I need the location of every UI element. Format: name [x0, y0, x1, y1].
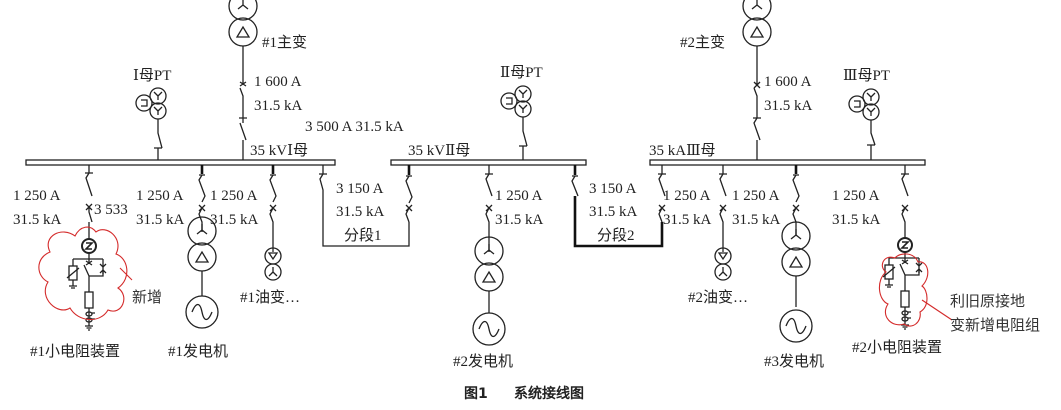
bus-rating-label: 3 500 A 31.5 kA — [305, 119, 404, 135]
section-2-rating-ka: 31.5 kA — [589, 204, 638, 220]
main-transformer-1-label: #1主变 — [262, 34, 307, 51]
oil-transformer-icon — [264, 247, 282, 281]
feeder-oil-1-rating-a: 1 250 A — [210, 188, 258, 204]
generator-icon — [472, 312, 506, 346]
bus-2-label: 35 kVⅡ母 — [408, 142, 470, 159]
bus-1-label: 35 kVⅠ母 — [250, 142, 308, 159]
transformer-icon — [742, 0, 772, 47]
bus-section-2 — [571, 165, 666, 248]
feeder-res-1-rating-a: 1 250 A — [13, 188, 61, 204]
feeder-oil-2-rating-ka: 31.5 kA — [663, 212, 712, 228]
figure-title: 系统接线图 — [514, 385, 584, 402]
feeder-generator-3 — [779, 165, 813, 343]
generator-3-label: #3发电机 — [764, 353, 824, 370]
pt-icon — [500, 85, 532, 118]
feeder-oil-transformer-2 — [714, 165, 732, 281]
section-1-rating-a: 3 150 A — [336, 181, 384, 197]
bus-3 — [649, 159, 926, 166]
main-2-rating-ka: 31.5 kA — [764, 98, 813, 114]
section-1-rating-ka: 31.5 kA — [336, 204, 385, 220]
feeder-res-1-rating-ka: 31.5 kA — [13, 212, 62, 228]
resistor-2-label: #2小电阻装置 — [852, 339, 942, 356]
main-1-rating-a: 1 600 A — [254, 74, 302, 90]
feeder-generator-1 — [185, 165, 219, 329]
resistor-unit-icon — [882, 237, 923, 330]
transformer-icon — [474, 236, 504, 292]
section-2-rating-a: 3 150 A — [589, 181, 637, 197]
feeder-oil-2-rating-a: 1 250 A — [663, 188, 711, 204]
pt-bus-3-label: Ⅲ母PT — [843, 67, 890, 84]
reuse-leader-line — [921, 299, 953, 321]
bus-1 — [25, 159, 336, 166]
main-transformer-1 — [228, 0, 258, 160]
feeder-gen-3-rating-ka: 31.5 kA — [732, 212, 781, 228]
feeder-gen-3-rating-a: 1 250 A — [732, 188, 780, 204]
feeder-gen-2-rating-ka: 31.5 kA — [495, 212, 544, 228]
pt-bus-3 — [848, 88, 880, 160]
main-transformer-2 — [742, 0, 772, 160]
figure-number: 图1 — [464, 386, 488, 402]
transformer-icon — [781, 221, 811, 277]
pt-icon — [848, 88, 880, 121]
feeder-oil-1-rating-ka: 31.5 kA — [210, 212, 259, 228]
resistor-unit-icon — [66, 238, 107, 331]
oil-transformer-1-label: #1油变… — [240, 289, 300, 306]
feeder-generator-2 — [472, 165, 506, 346]
transformer-icon — [228, 0, 258, 47]
section-2-label: 分段2 — [597, 227, 635, 244]
bus-2 — [390, 159, 587, 166]
pt-bus-1-label: Ⅰ母PT — [133, 67, 171, 84]
feeder-resistor-1 — [66, 165, 107, 331]
feeder-gen-1-rating-ka: 31.5 kA — [136, 212, 185, 228]
feeder-res-1-tag: 3 533 — [94, 202, 128, 218]
oil-transformer-2-label: #2油变… — [688, 289, 748, 306]
new-cloud-marker-1 — [38, 226, 128, 321]
feeder-res-2-rating-a: 1 250 A — [832, 188, 880, 204]
pt-bus-2-label: Ⅱ母PT — [500, 64, 543, 81]
generator-1-label: #1发电机 — [168, 343, 228, 360]
section-1-label: 分段1 — [344, 227, 382, 244]
feeder-oil-transformer-1 — [264, 165, 282, 281]
pt-bus-2 — [500, 85, 532, 160]
generator-icon — [185, 295, 219, 329]
annotation-new: 新增 — [132, 289, 162, 306]
main-1-rating-ka: 31.5 kA — [254, 98, 303, 114]
reuse-cloud-marker-2 — [878, 253, 929, 327]
annotation-reuse-line-1: 利旧原接地 — [950, 293, 1025, 310]
annotation-reuse-line-2: 变新增电阻组 — [950, 317, 1040, 334]
pt-icon — [135, 87, 167, 120]
resistor-1-label: #1小电阻装置 — [30, 343, 120, 360]
bus-section-1 — [319, 165, 413, 247]
feeder-res-2-rating-ka: 31.5 kA — [832, 212, 881, 228]
pt-bus-1 — [135, 87, 167, 160]
new-leader-line — [119, 267, 133, 281]
main-2-rating-a: 1 600 A — [764, 74, 812, 90]
bus-3-label: 35 kAⅢ母 — [649, 142, 716, 159]
feeder-gen-2-rating-a: 1 250 A — [495, 188, 543, 204]
oil-transformer-icon — [714, 247, 732, 281]
feeder-resistor-2 — [882, 165, 923, 330]
generator-icon — [779, 309, 813, 343]
feeder-gen-1-rating-a: 1 250 A — [136, 188, 184, 204]
generator-2-label: #2发电机 — [453, 353, 513, 370]
main-transformer-2-label: #2主变 — [680, 34, 725, 51]
